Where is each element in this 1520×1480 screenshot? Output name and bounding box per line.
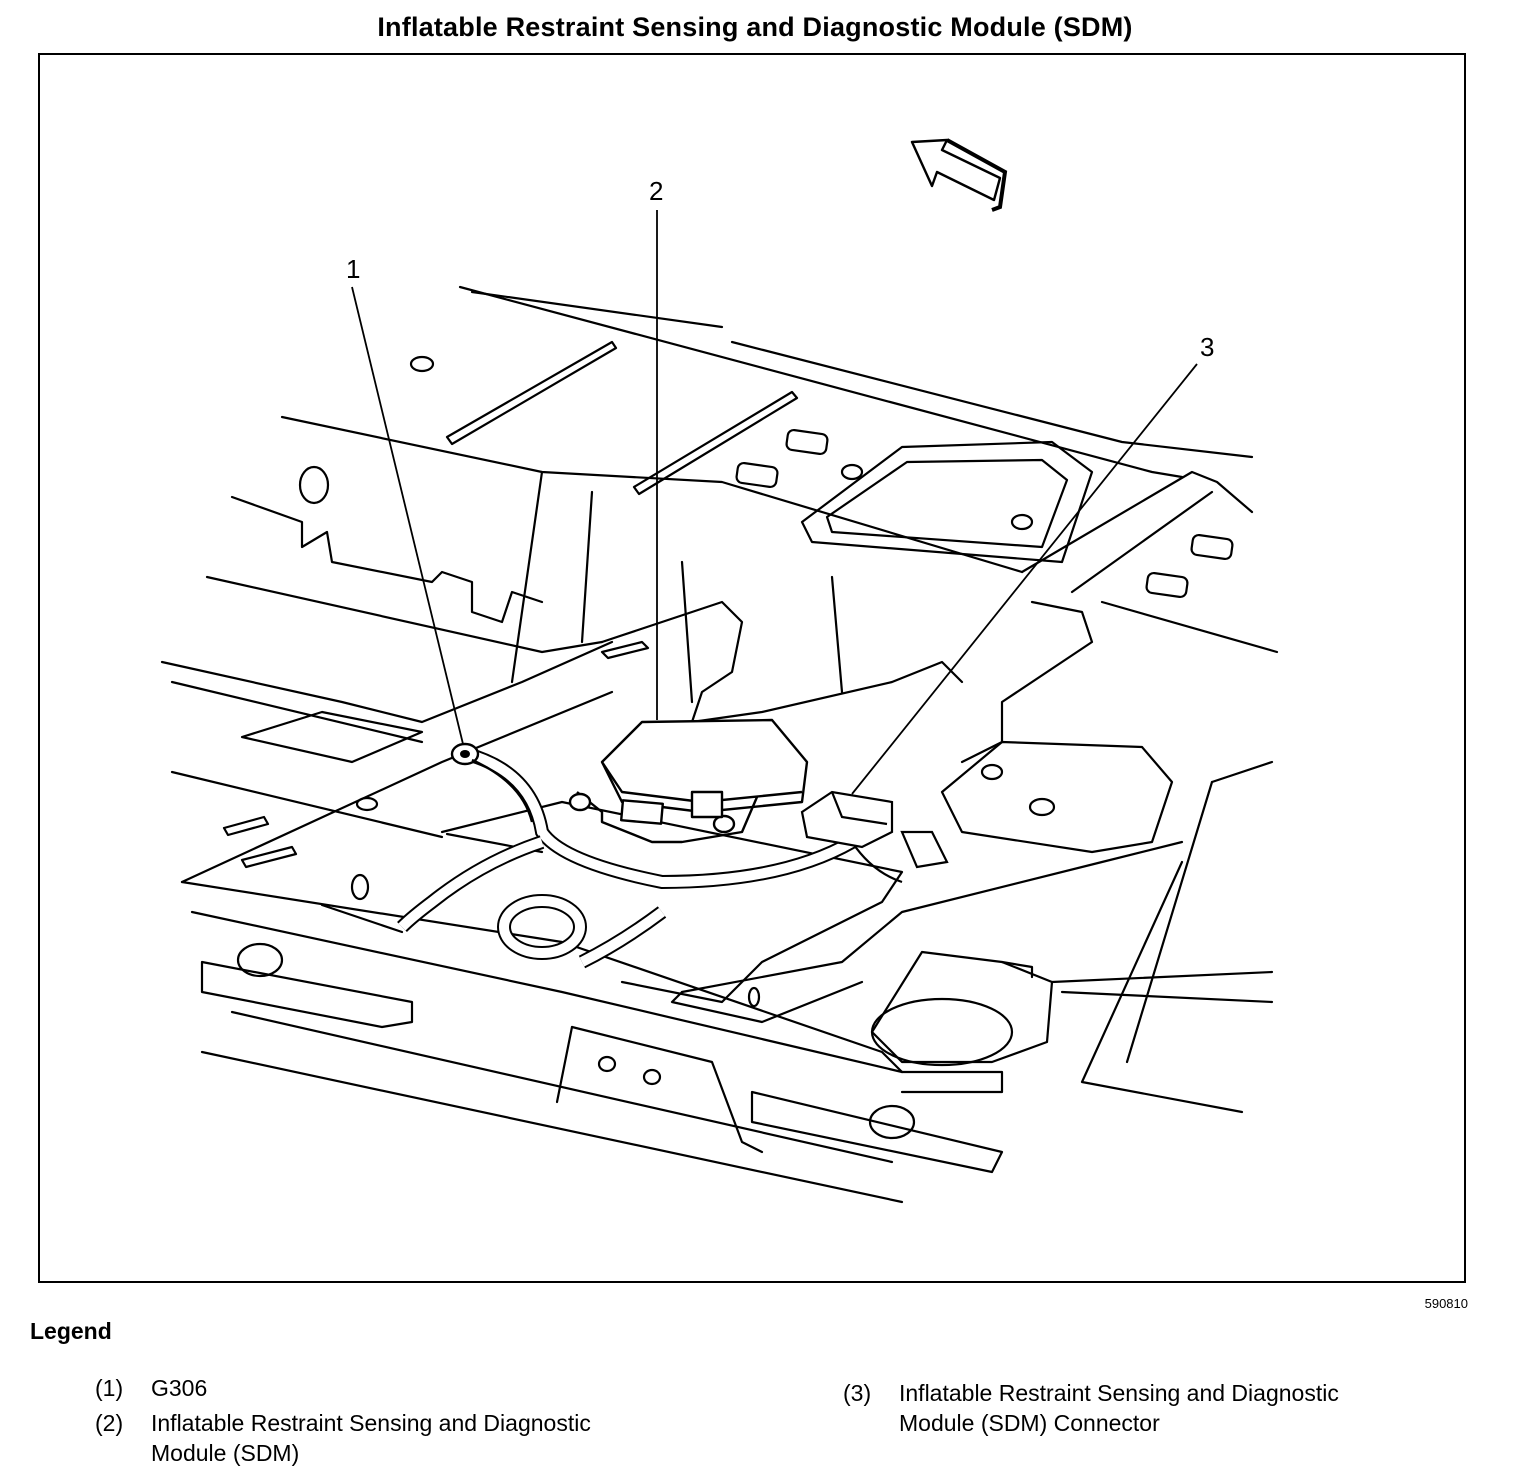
legend-item-3: (3) Inflatable Restraint Sensing and Dia… (843, 1378, 1483, 1440)
front-direction-arrow-icon (910, 138, 1008, 212)
legend-item-text-line2: Module (SDM) (151, 1440, 300, 1466)
vehicle-floor-illustration: 1 2 3 (160, 138, 1279, 1204)
legend-item-text: Inflatable Restraint Sensing and Diagnos… (151, 1410, 591, 1436)
figure-id: 590810 (1424, 1296, 1468, 1311)
legend-item-1: (1) G306 (95, 1373, 795, 1403)
wiring-harness-drawing (397, 747, 903, 969)
callout-1-leader (351, 286, 464, 745)
g306-ground-drawing (450, 742, 534, 823)
callout-3: 3 (1200, 332, 1214, 362)
sdm-connector-drawing (800, 790, 949, 869)
callout-3-leader (851, 363, 1198, 795)
legend-item-number: (2) (95, 1410, 124, 1436)
illustration-frame: 1 2 3 (38, 53, 1466, 1283)
legend-heading: Legend (30, 1318, 112, 1344)
legend-item-text: Inflatable Restraint Sensing and Diagnos… (899, 1380, 1339, 1406)
callout-1: 1 (346, 254, 360, 284)
diagram-title: Inflatable Restraint Sensing and Diagnos… (377, 12, 1133, 42)
callout-2: 2 (649, 176, 663, 206)
legend-item-2: (2) Inflatable Restraint Sensing and Dia… (95, 1408, 795, 1470)
sdm-module-drawing (568, 718, 809, 844)
legend-item-text-line2: Module (SDM) Connector (899, 1410, 1160, 1436)
legend-item-number: (1) (95, 1375, 124, 1401)
legend-item-text: G306 (151, 1375, 208, 1401)
legend-item-number: (3) (843, 1380, 872, 1406)
